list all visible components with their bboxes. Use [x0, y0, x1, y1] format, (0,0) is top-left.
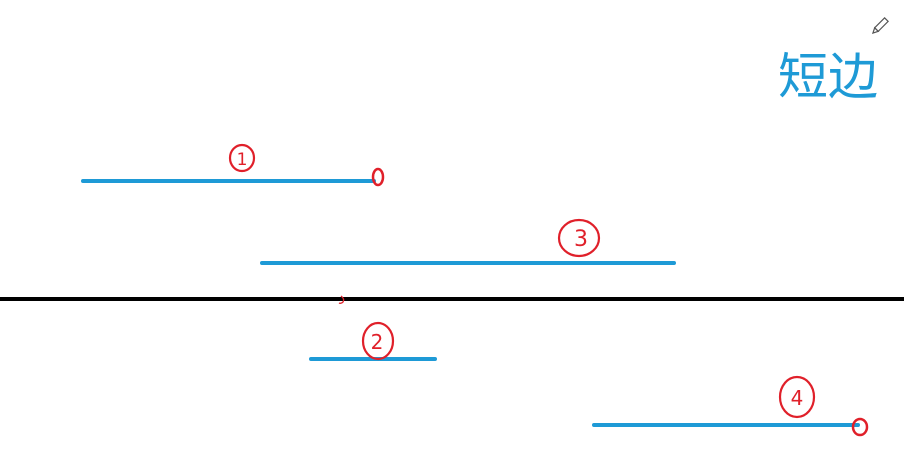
segment-4: 4	[592, 375, 869, 437]
pencil-icon	[871, 17, 889, 35]
tick-mark	[338, 295, 345, 304]
segment-4-label: 4	[791, 386, 804, 410]
segment-3-label-circle	[557, 218, 601, 258]
segment-2-label-circle	[361, 321, 395, 361]
segment-1-label: 1	[237, 150, 248, 170]
segment-2-label: 2	[371, 330, 384, 354]
segment-4-end-marker	[851, 417, 869, 437]
segment-4-label-circle	[778, 375, 816, 419]
segment-1-end-marker	[371, 167, 385, 187]
heading-text: 短边	[778, 48, 878, 106]
segment-3-label: 3	[574, 227, 588, 252]
segment-3: 3	[260, 218, 676, 265]
segment-2: 2	[309, 321, 437, 361]
segment-1-label-circle	[228, 143, 256, 173]
segment-1: 1	[81, 143, 385, 187]
